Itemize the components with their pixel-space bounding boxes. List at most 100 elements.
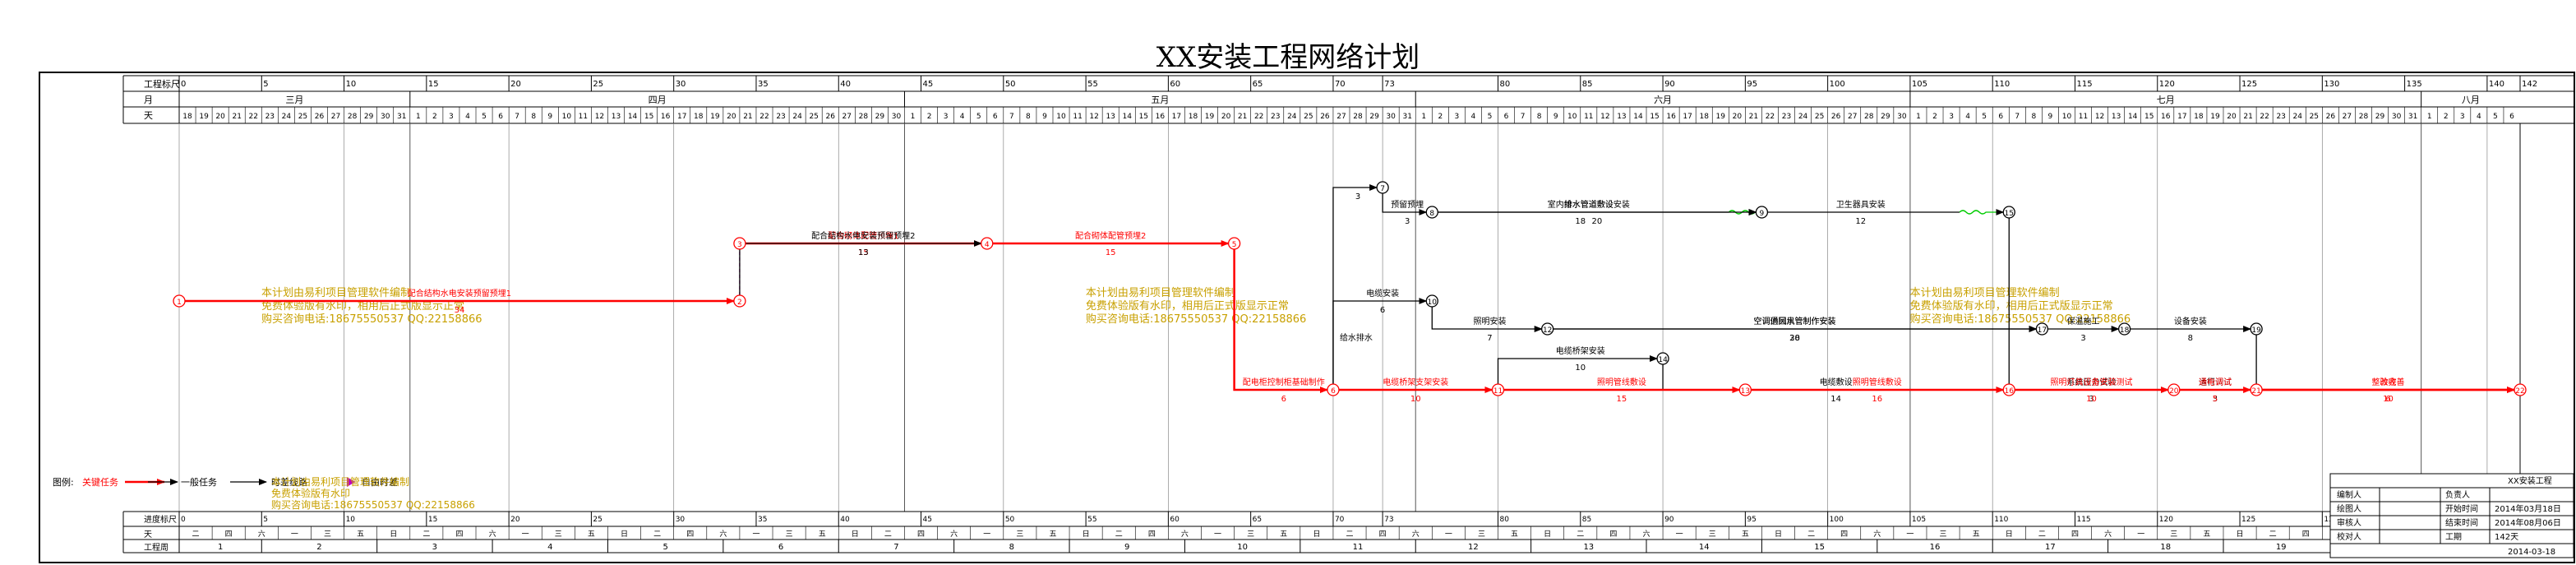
bottom-tick-label: 0 — [181, 516, 186, 524]
day-label: 19 — [710, 113, 720, 121]
event-node[interactable]: 19 — [2250, 322, 2263, 336]
bottom-tick-label: 5 — [263, 516, 268, 524]
node-number: 2 — [737, 299, 742, 307]
day-label: 24 — [1798, 113, 1808, 121]
weekday-label: 五 — [357, 530, 364, 539]
top-tick-label: 60 — [1170, 80, 1180, 89]
day-label: 1 — [911, 113, 916, 121]
event-node[interactable]: 15 — [2002, 206, 2015, 219]
outer-frame — [39, 72, 2575, 563]
event-node[interactable]: 4 — [981, 237, 994, 250]
activity-name: 电缆安装 — [1366, 288, 1399, 299]
day-label: 7 — [1009, 113, 1014, 121]
week-label: 16 — [1930, 543, 1941, 552]
event-node[interactable]: 13 — [1738, 383, 1752, 396]
event-node[interactable]: 22 — [2514, 383, 2527, 396]
day-label: 22 — [1766, 113, 1775, 121]
node-circle — [2117, 322, 2131, 336]
top-tick-label: 0 — [181, 80, 186, 89]
weekday-label: 一 — [1906, 530, 1914, 539]
activity-line — [1332, 298, 1428, 384]
day-label: 25 — [1815, 113, 1824, 121]
weekday-label: 五 — [819, 530, 826, 539]
day-label: 10 — [2062, 113, 2072, 121]
weekday-label: 二 — [1115, 530, 1123, 539]
day-label: 27 — [1336, 113, 1346, 121]
event-node[interactable]: 5 — [1227, 237, 1241, 250]
legend-milestone-swatch — [347, 477, 355, 487]
bottom-tick-label: 10 — [346, 516, 356, 524]
activity-name: 整改完善 — [2372, 377, 2405, 387]
activity-name: 空调供回水管制作安装 — [1754, 316, 1836, 326]
node-circle — [1327, 383, 1340, 396]
event-node[interactable]: 16 — [2002, 383, 2015, 396]
node-number: 21 — [2251, 387, 2260, 396]
event-node[interactable]: 14 — [1656, 352, 1669, 365]
node-number: 11 — [1493, 387, 1503, 396]
day-label: 5 — [1488, 113, 1493, 121]
event-node[interactable]: 3 — [733, 237, 746, 250]
day-label: 26 — [2326, 113, 2336, 121]
event-node[interactable]: 21 — [2250, 383, 2263, 396]
weekday-label: 五 — [1973, 530, 1980, 539]
activity-name: 电缆桥架支架安装 — [1383, 377, 1448, 387]
event-node[interactable]: 12 — [1541, 322, 1554, 336]
day-label: 21 — [1749, 113, 1758, 121]
day-label: 30 — [2392, 113, 2402, 121]
event-node[interactable]: 6 — [1327, 383, 1340, 396]
top-tick-label: 115 — [2076, 80, 2092, 89]
event-node[interactable]: 9 — [1755, 206, 1769, 219]
bottom-tick-label: 55 — [1087, 516, 1096, 524]
day-label: 17 — [2177, 113, 2186, 121]
event-node[interactable]: 7 — [1376, 181, 1389, 194]
event-node[interactable]: 1 — [173, 294, 186, 308]
day-label: 30 — [381, 113, 390, 121]
event-node[interactable]: 8 — [1425, 206, 1438, 219]
weekday-label: 六 — [1181, 529, 1189, 539]
network-grid — [178, 123, 2521, 512]
event-node[interactable]: 18 — [2117, 322, 2131, 336]
event-node[interactable]: 17 — [2035, 322, 2049, 336]
node-number: 17 — [2038, 326, 2047, 335]
event-node[interactable]: 10 — [1425, 294, 1438, 308]
day-label: 25 — [2310, 113, 2319, 121]
top-tick-label: 40 — [840, 80, 851, 89]
event-node[interactable]: 20 — [2167, 383, 2181, 396]
bottom-tick-label: 105 — [1912, 516, 1926, 524]
day-label: 14 — [1633, 113, 1643, 121]
day-label: 8 — [1537, 113, 1542, 121]
node-circle — [173, 294, 186, 308]
day-label: 13 — [1106, 113, 1115, 121]
weekday-label: 二 — [653, 530, 661, 539]
day-label: 9 — [1042, 113, 1047, 121]
info-key: 工期 — [2445, 532, 2462, 542]
node-circle — [981, 237, 994, 250]
event-node[interactable]: 2 — [733, 294, 746, 308]
day-label: 26 — [1320, 113, 1330, 121]
event-node[interactable]: 11 — [1491, 383, 1505, 396]
bottom-tick-label: 15 — [428, 516, 437, 524]
bottom-scale-row-label: 进度标尺 — [144, 514, 177, 525]
